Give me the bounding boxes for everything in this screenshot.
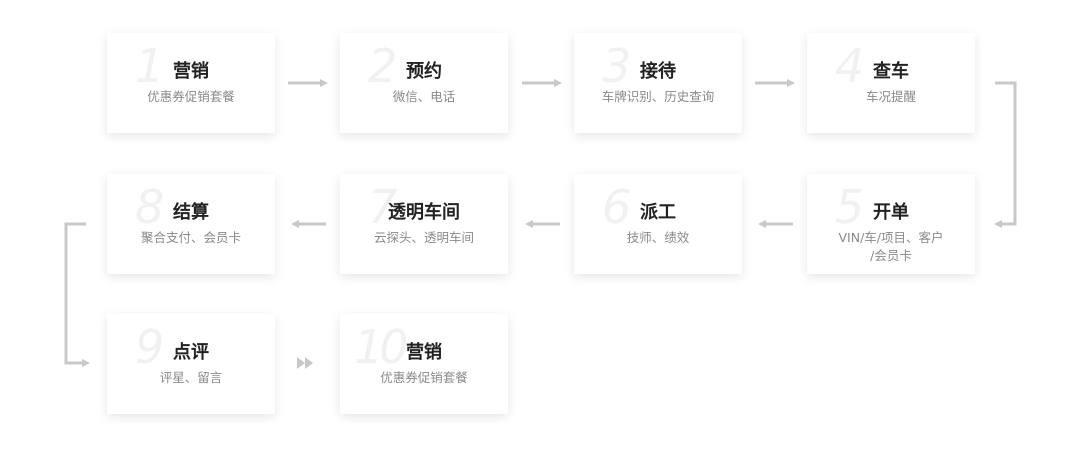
- step-number: 7: [368, 180, 397, 234]
- step-number: 8: [135, 180, 164, 234]
- step-title: 派工: [640, 202, 676, 223]
- step-card-5: 5 开单 VIN/车/项目、客户 /会员卡: [807, 174, 975, 274]
- arrow-4-5: [994, 81, 1017, 228]
- step-title: 营销: [173, 61, 209, 82]
- step-subtitle: 车牌识别、历史查询: [601, 89, 715, 104]
- step-subtitle: 优惠券促销套餐: [147, 89, 235, 104]
- step-subtitle: 云探头、透明车间: [373, 230, 474, 245]
- step-subtitle: VIN/车/项目、客户 /会员卡: [838, 230, 944, 263]
- step-title: 营销: [406, 342, 442, 363]
- step-subtitle: 聚合支付、会员卡: [140, 230, 241, 245]
- step-card-6: 6 派工 技师、绩效: [574, 174, 742, 274]
- step-title: 开单: [873, 202, 909, 223]
- step-subtitle: 优惠券促销套餐: [380, 370, 468, 385]
- arrow-8-9: [64, 222, 90, 367]
- step-title: 结算: [173, 202, 209, 223]
- step-card-3: 3 接待 车牌识别、历史查询: [574, 33, 742, 133]
- step-number: 6: [602, 180, 631, 234]
- step-title: 接待: [640, 61, 676, 82]
- double-arrow-9-10: [297, 357, 313, 369]
- step-subtitle: 微信、电话: [392, 89, 456, 104]
- step-number: 1: [135, 39, 164, 93]
- step-number: 4: [835, 39, 864, 93]
- step-title: 预约: [406, 61, 442, 82]
- step-number: 3: [602, 39, 631, 93]
- step-card-8: 8 结算 聚合支付、会员卡: [107, 174, 275, 274]
- step-card-1: 1 营销 优惠券促销套餐: [107, 33, 275, 133]
- step-card-4: 4 查车 车况提醒: [807, 33, 975, 133]
- step-card-10: 10 营销 优惠券促销套餐: [340, 314, 508, 414]
- step-title: 透明车间: [388, 202, 460, 223]
- step-number: 5: [835, 180, 864, 234]
- step-title: 点评: [173, 342, 209, 363]
- step-number: 10: [354, 320, 409, 374]
- step-card-9: 9 点评 评星、留言: [107, 314, 275, 414]
- step-subtitle: 车况提醒: [865, 89, 916, 104]
- step-title: 查车: [873, 61, 909, 82]
- step-subtitle: 技师、绩效: [626, 230, 690, 245]
- step-number: 2: [368, 39, 397, 93]
- step-subtitle: 评星、留言: [159, 370, 223, 385]
- step-card-2: 2 预约 微信、电话: [340, 33, 508, 133]
- step-card-7: 7 透明车间 云探头、透明车间: [340, 174, 508, 274]
- step-number: 9: [135, 320, 164, 374]
